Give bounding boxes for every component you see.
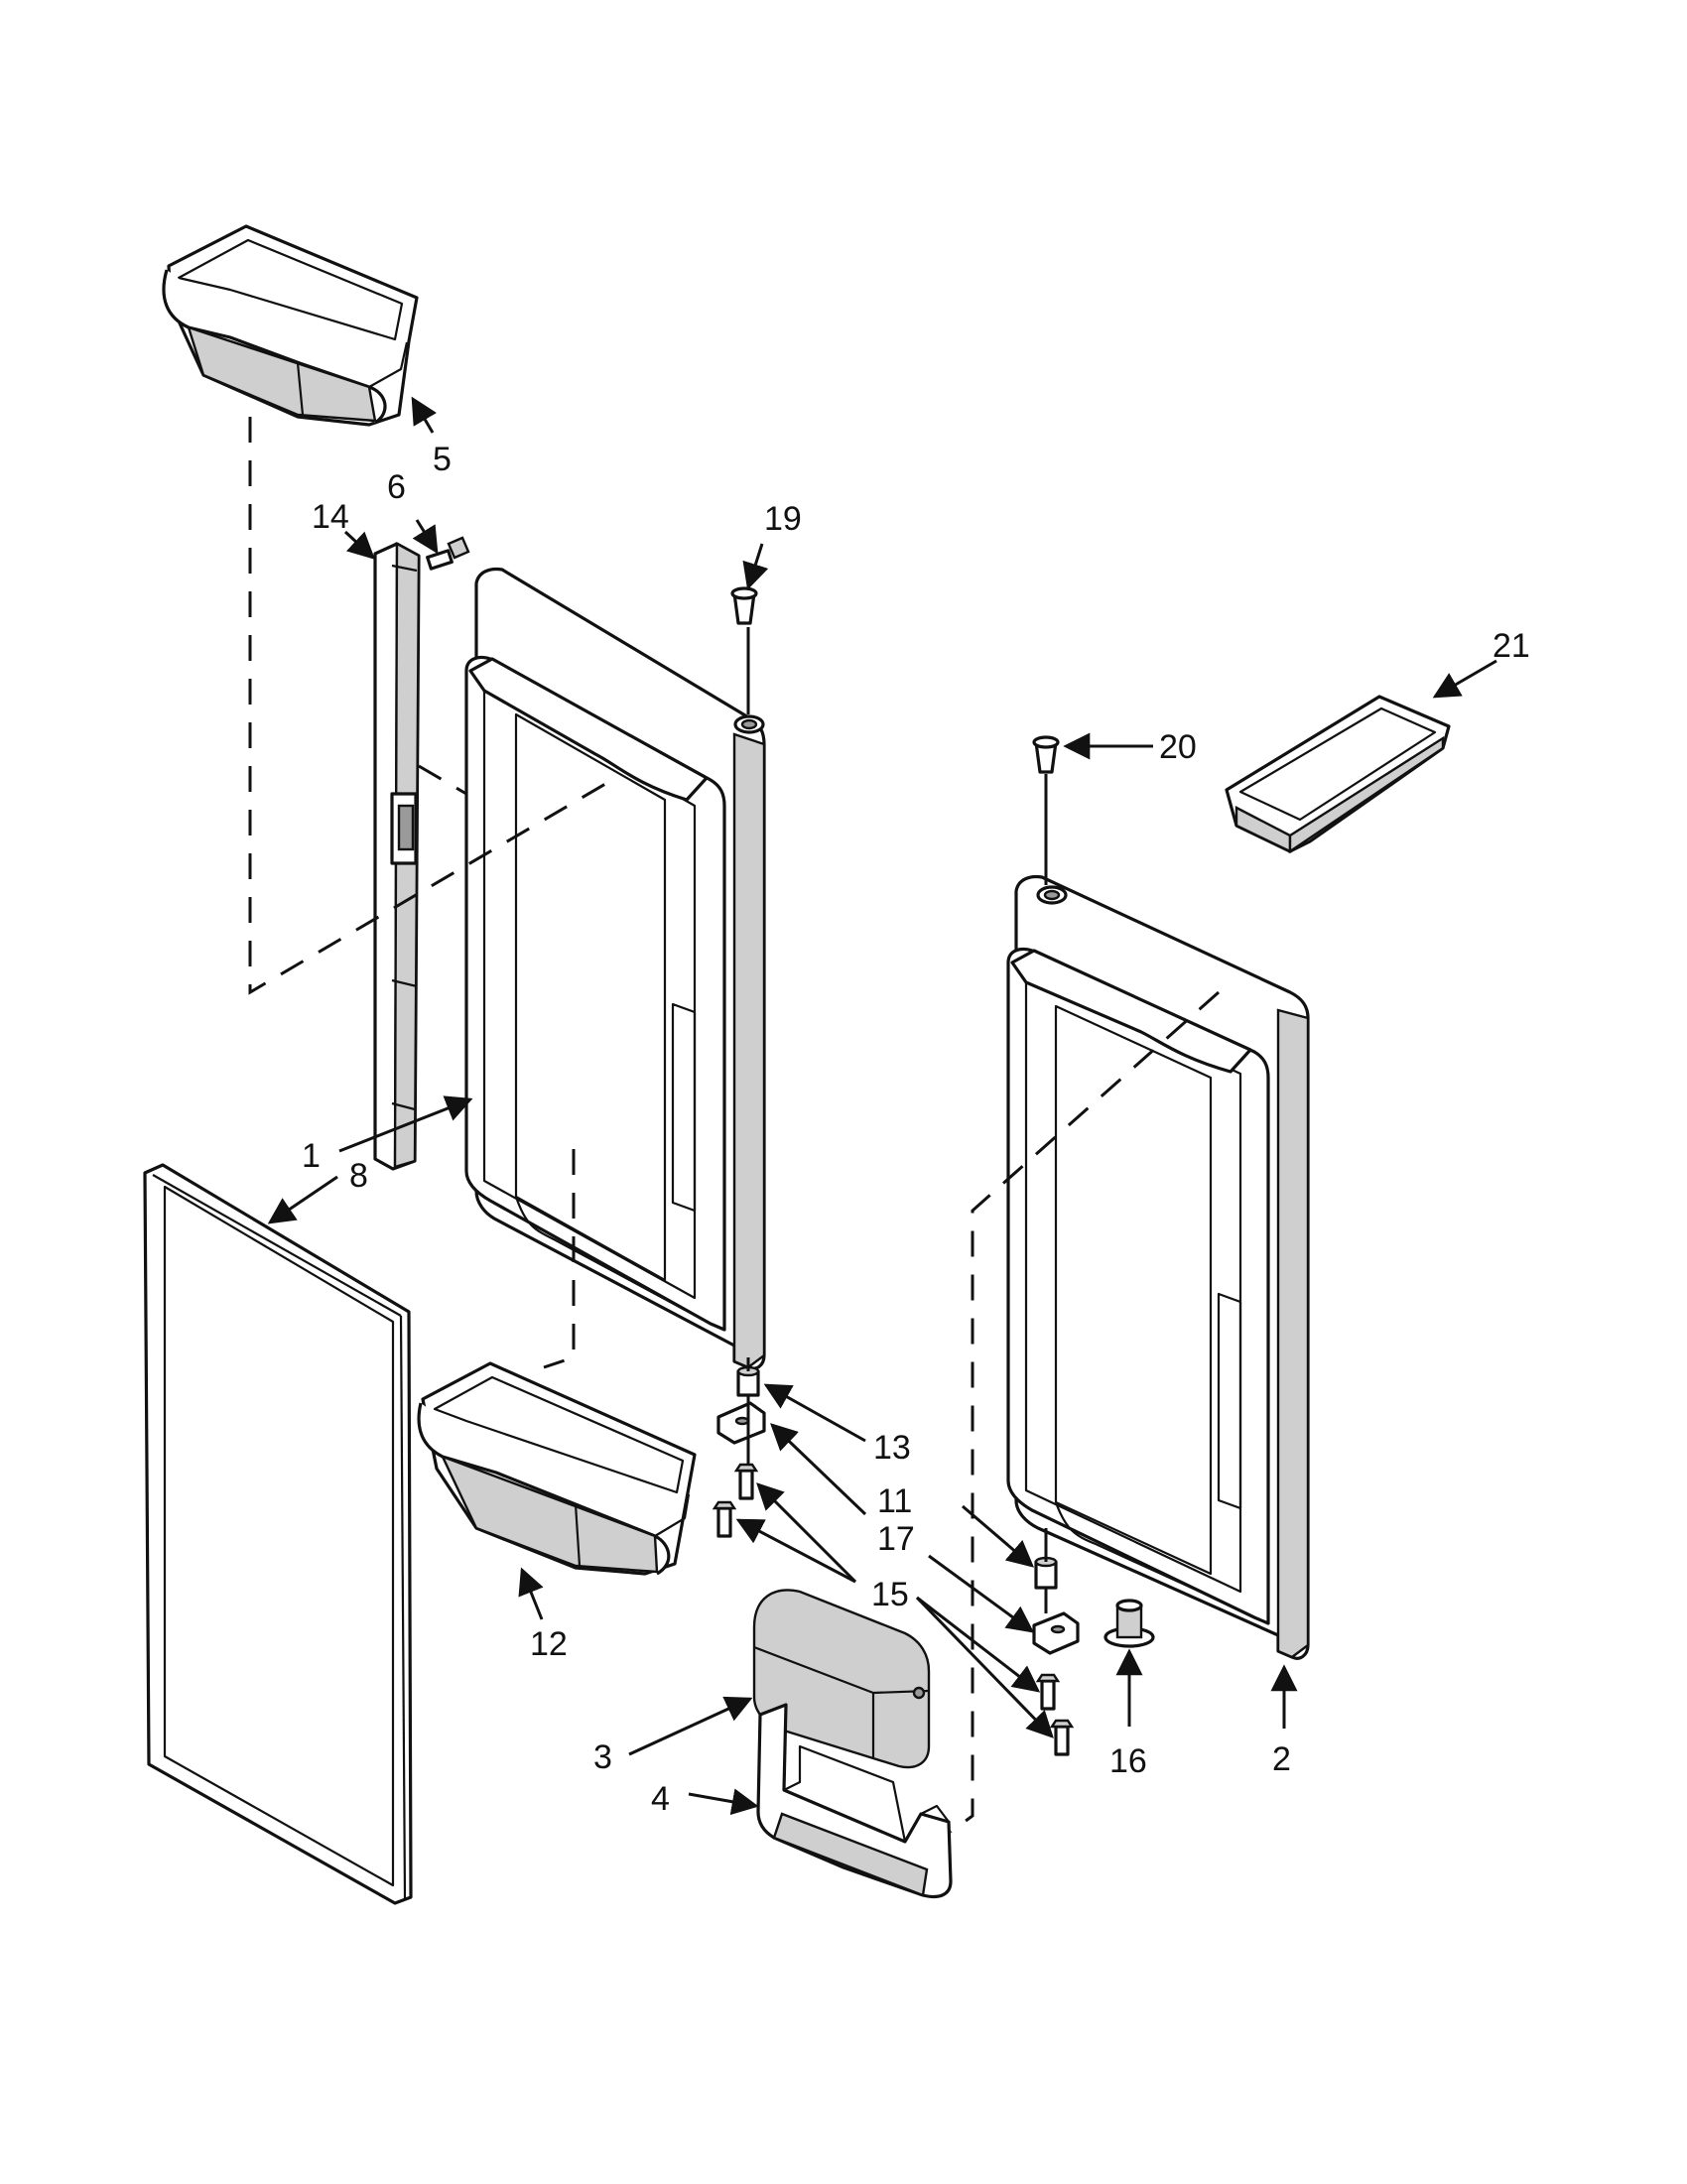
part-3-cover bbox=[752, 1589, 931, 1769]
part-19-hinge-bushing bbox=[730, 586, 758, 625]
label-part-16: 16 bbox=[1109, 1742, 1147, 1780]
label-part-5: 5 bbox=[433, 441, 452, 478]
label-part-3: 3 bbox=[593, 1738, 612, 1776]
label-part-21: 21 bbox=[1492, 627, 1530, 665]
part-21-tray bbox=[1225, 695, 1451, 854]
label-part-11: 11 bbox=[877, 1482, 912, 1520]
left-hinge-parts bbox=[712, 1365, 766, 1538]
label-part-14: 14 bbox=[312, 498, 349, 536]
label-part-15: 15 bbox=[871, 1576, 909, 1613]
label-part-1: 1 bbox=[302, 1137, 321, 1175]
part-5-door-bin bbox=[162, 224, 419, 427]
label-part-19: 19 bbox=[764, 500, 802, 538]
part-4-bin bbox=[756, 1703, 953, 1899]
label-part-8: 8 bbox=[349, 1157, 368, 1195]
leader-arrows bbox=[267, 396, 1497, 1816]
label-part-2: 2 bbox=[1272, 1740, 1291, 1778]
part-14-door-trim bbox=[373, 541, 421, 1171]
part-20-hinge-bushing bbox=[1032, 735, 1060, 774]
part-16-hinge-pin bbox=[1103, 1599, 1155, 1648]
part-labels: 5 6 14 19 21 20 1 8 13 11 17 15 12 3 4 1… bbox=[302, 441, 1530, 1818]
label-part-6: 6 bbox=[387, 468, 406, 506]
label-part-20: 20 bbox=[1159, 728, 1197, 766]
label-part-17: 17 bbox=[877, 1520, 915, 1558]
label-part-4: 4 bbox=[651, 1780, 670, 1818]
right-hinge-parts bbox=[1032, 1556, 1080, 1756]
part-8-door-gasket bbox=[143, 1163, 413, 1905]
part-12-door-bin bbox=[417, 1361, 697, 1576]
part-2-right-door bbox=[1006, 874, 1310, 1660]
part-1-left-door bbox=[464, 567, 766, 1370]
part-6-screw bbox=[426, 536, 470, 571]
label-part-12: 12 bbox=[530, 1625, 568, 1663]
label-part-13: 13 bbox=[873, 1429, 911, 1467]
